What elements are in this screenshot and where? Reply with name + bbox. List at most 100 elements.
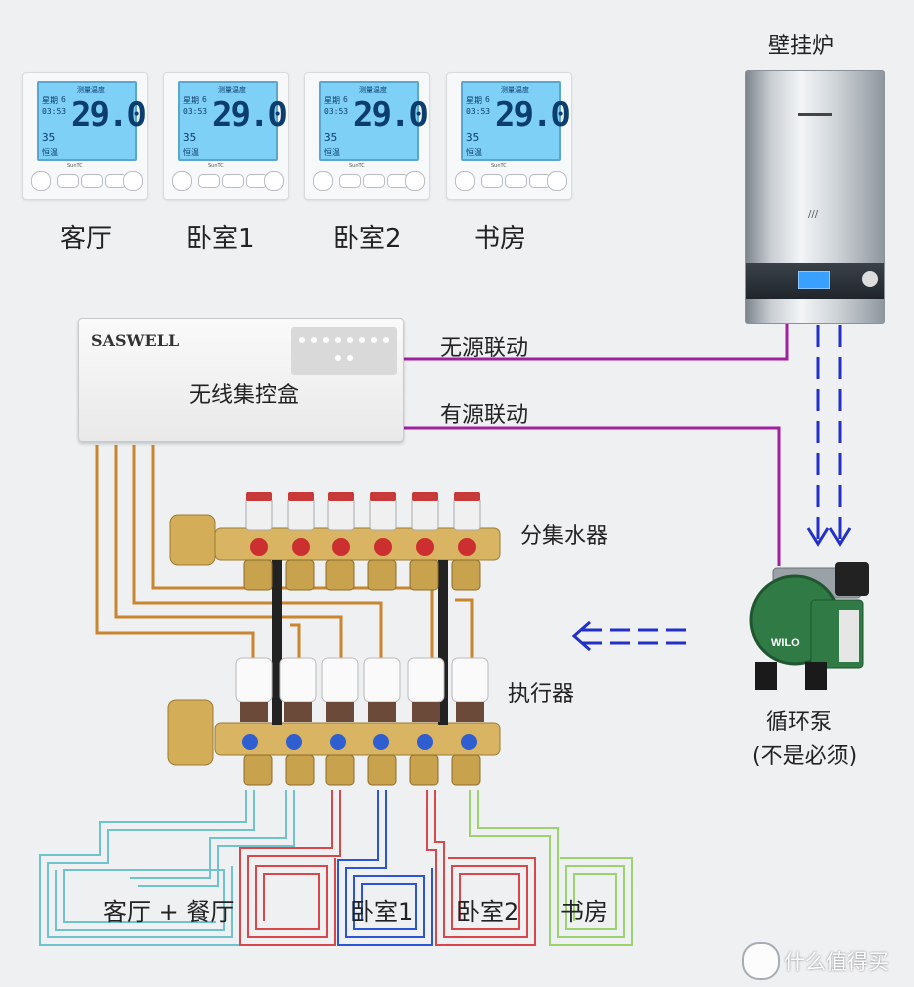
thermo-mode-button[interactable] [339,174,361,188]
thermo-menu-button[interactable] [123,171,143,191]
thermo-header: 测量温度 [359,86,387,94]
boiler-flame-mark: /// [808,209,819,220]
thermo-day: 6 [485,95,490,104]
pump-note: (不是必须) [752,744,858,769]
flow-arrow-head [571,620,591,652]
thermo-week: 星期 [466,96,482,105]
thermo-brand: SunTC [349,163,365,169]
thermo-menu-button[interactable] [264,171,284,191]
thermo-mode: 恒温 [42,148,58,157]
thermo-up-button[interactable] [363,174,385,188]
controller-label: 无线集控盒 [189,383,300,408]
thermo-day: 6 [202,95,207,104]
thermo-time: 03:53 [183,107,208,116]
led-dot [335,355,341,361]
thermo-set: 35 [42,131,56,144]
wall-boiler-icon: /// [745,70,885,324]
room-label-bedroom1: 卧室1 [186,224,255,254]
actuator-icon [235,657,489,722]
room-label-study: 书房 [474,224,527,254]
pump-brand-text: WILO [771,637,800,649]
thermo-power-button[interactable] [172,171,192,191]
led-dot [371,337,377,343]
lcd-thermostat-icon: 测量温度 星期 6 03:53 29.0 35 恒温 [319,81,429,161]
active-link-label: 有源联动 [440,403,529,428]
zone-label-bedroom1: 卧室1 [350,898,414,926]
thermo-mode: 恒温 [183,148,199,157]
led-dot [335,337,341,343]
thermo-mode-button[interactable] [57,174,79,188]
upper-handles [250,538,476,556]
thermo-up-button[interactable] [505,174,527,188]
valve-caps [245,492,481,531]
thermo-mode: 恒温 [466,148,482,157]
passive-link-line [402,322,789,361]
led-dot [323,337,329,343]
thermo-time: 03:53 [466,107,491,116]
thermo-temp: 29.0 [212,95,288,135]
thermo-power-button[interactable] [31,171,51,191]
thermo-up-button[interactable] [81,174,103,188]
thermo-temp: 29.0 [71,95,147,135]
thermo-set: 35 [466,131,480,144]
thermo-temp: 29.0 [495,95,571,135]
thermo-brand: SunTC [208,163,224,169]
lcd-thermostat-icon: 测量温度 星期 6 03:53 29.0 35 恒温 [461,81,571,161]
thermo-mode-button[interactable] [481,174,503,188]
thermo-mode: 恒温 [324,148,340,157]
lcd-thermostat-icon: 测量温度 星期 6 03:53 29.0 35 恒温 [37,81,147,161]
boiler-control-panel [746,263,884,299]
passive-link-label: 无源联动 [440,336,529,361]
room-label-bedroom2: 卧室2 [333,224,402,254]
thermo-time: 03:53 [42,107,67,116]
flow-arrow-head [828,527,852,547]
loop-group [39,790,633,946]
zone-label-bedroom2: 卧室2 [456,898,520,926]
thermo-up-button[interactable] [222,174,244,188]
watermark-logo-icon [742,942,780,980]
thermo-power-button[interactable] [313,171,333,191]
led-dot [347,337,353,343]
thermo-week: 星期 [42,96,58,105]
thermo-brand: SunTC [67,163,83,169]
manifold-label: 分集水器 [520,524,609,549]
thermo-week: 星期 [324,96,340,105]
thermo-menu-button[interactable] [547,171,567,191]
thermo-set: 35 [183,131,197,144]
boiler-display [798,271,830,289]
thermo-day: 6 [61,95,66,104]
led-dot [359,337,365,343]
boiler-badge [798,113,832,116]
controller-led-panel [291,327,397,375]
room-label-living: 客厅 [60,224,113,254]
thermostat-bedroom1: 测量温度 星期 6 03:53 29.0 35 恒温 SunTC [163,72,289,200]
pump-label: 循环泵 [766,710,833,735]
thermo-temp: 29.0 [353,95,429,135]
thermo-header: 测量温度 [77,86,105,94]
lower-handles [242,734,477,750]
led-dot [311,337,317,343]
thermo-week: 星期 [183,96,199,105]
thermostat-study: 测量温度 星期 6 03:53 29.0 35 恒温 SunTC [446,72,572,200]
thermo-time: 03:53 [324,107,349,116]
watermark-text: 什么值得买 [784,950,889,974]
thermo-power-button[interactable] [455,171,475,191]
boiler-label: 壁挂炉 [768,34,835,59]
led-dot [347,355,353,361]
thermo-set: 35 [324,131,338,144]
circulation-pump-icon: WILO [749,562,869,690]
active-link-line [402,426,781,566]
thermostat-living: 测量温度 星期 6 03:53 29.0 35 恒温 SunTC [22,72,148,200]
led-dot [299,337,305,343]
thermo-menu-button[interactable] [405,171,425,191]
thermo-header: 测量温度 [218,86,246,94]
thermo-header: 测量温度 [501,86,529,94]
actuator-label: 执行器 [508,682,575,707]
lcd-thermostat-icon: 测量温度 星期 6 03:53 29.0 35 恒温 [178,81,288,161]
boiler-knob[interactable] [862,271,878,287]
thermo-day: 6 [343,95,348,104]
thermo-brand: SunTC [491,163,507,169]
zone-label-study: 书房 [560,898,608,926]
thermo-mode-button[interactable] [198,174,220,188]
